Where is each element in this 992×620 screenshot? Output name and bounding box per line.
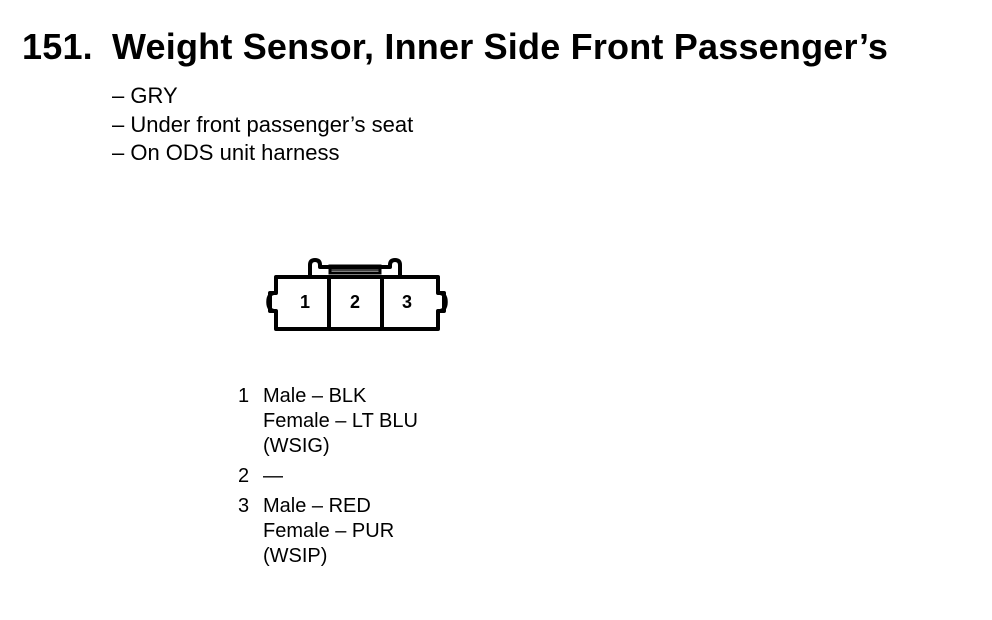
pin-3: 3 Male – RED Female – PUR (WSIP) [238, 494, 418, 569]
pin-1-female: Female – LT BLU [263, 410, 418, 432]
pin-3-signal: (WSIP) [263, 545, 328, 567]
detail-location: – Under front passenger’s seat [112, 111, 414, 137]
section-number: 151. [22, 26, 93, 67]
pin-number: 3 [238, 495, 250, 517]
pin-2-unused: — [263, 465, 283, 487]
connector-diagram: 1 2 3 [266, 258, 448, 331]
page-title: 151. Weight Sensor, Inner Side Front Pas… [22, 26, 888, 68]
cavity-2-label: 2 [350, 292, 360, 312]
cavity-3-label: 3 [402, 292, 412, 312]
detail-harness: – On ODS unit harness [112, 140, 340, 165]
pin-3-female: Female – PUR [263, 520, 395, 542]
pin-number: 1 [238, 385, 250, 407]
pin-2: 2 — [238, 464, 418, 489]
pin-1: 1 Male – BLK Female – LT BLU (WSIG) [238, 384, 418, 459]
connector-details: – GRY – Under front passenger’s seat – O… [112, 82, 413, 168]
cavity-1-label: 1 [300, 292, 310, 312]
pinout-list: 1 Male – BLK Female – LT BLU (WSIG) 2 — … [238, 384, 418, 574]
detail-color: – GRY [112, 83, 178, 108]
pin-number: 2 [238, 465, 250, 487]
pin-1-signal: (WSIG) [263, 435, 330, 457]
section-title: Weight Sensor, Inner Side Front Passenge… [112, 26, 889, 67]
pin-1-male: Male – BLK [263, 385, 367, 407]
pin-3-male: Male – RED [263, 495, 371, 517]
